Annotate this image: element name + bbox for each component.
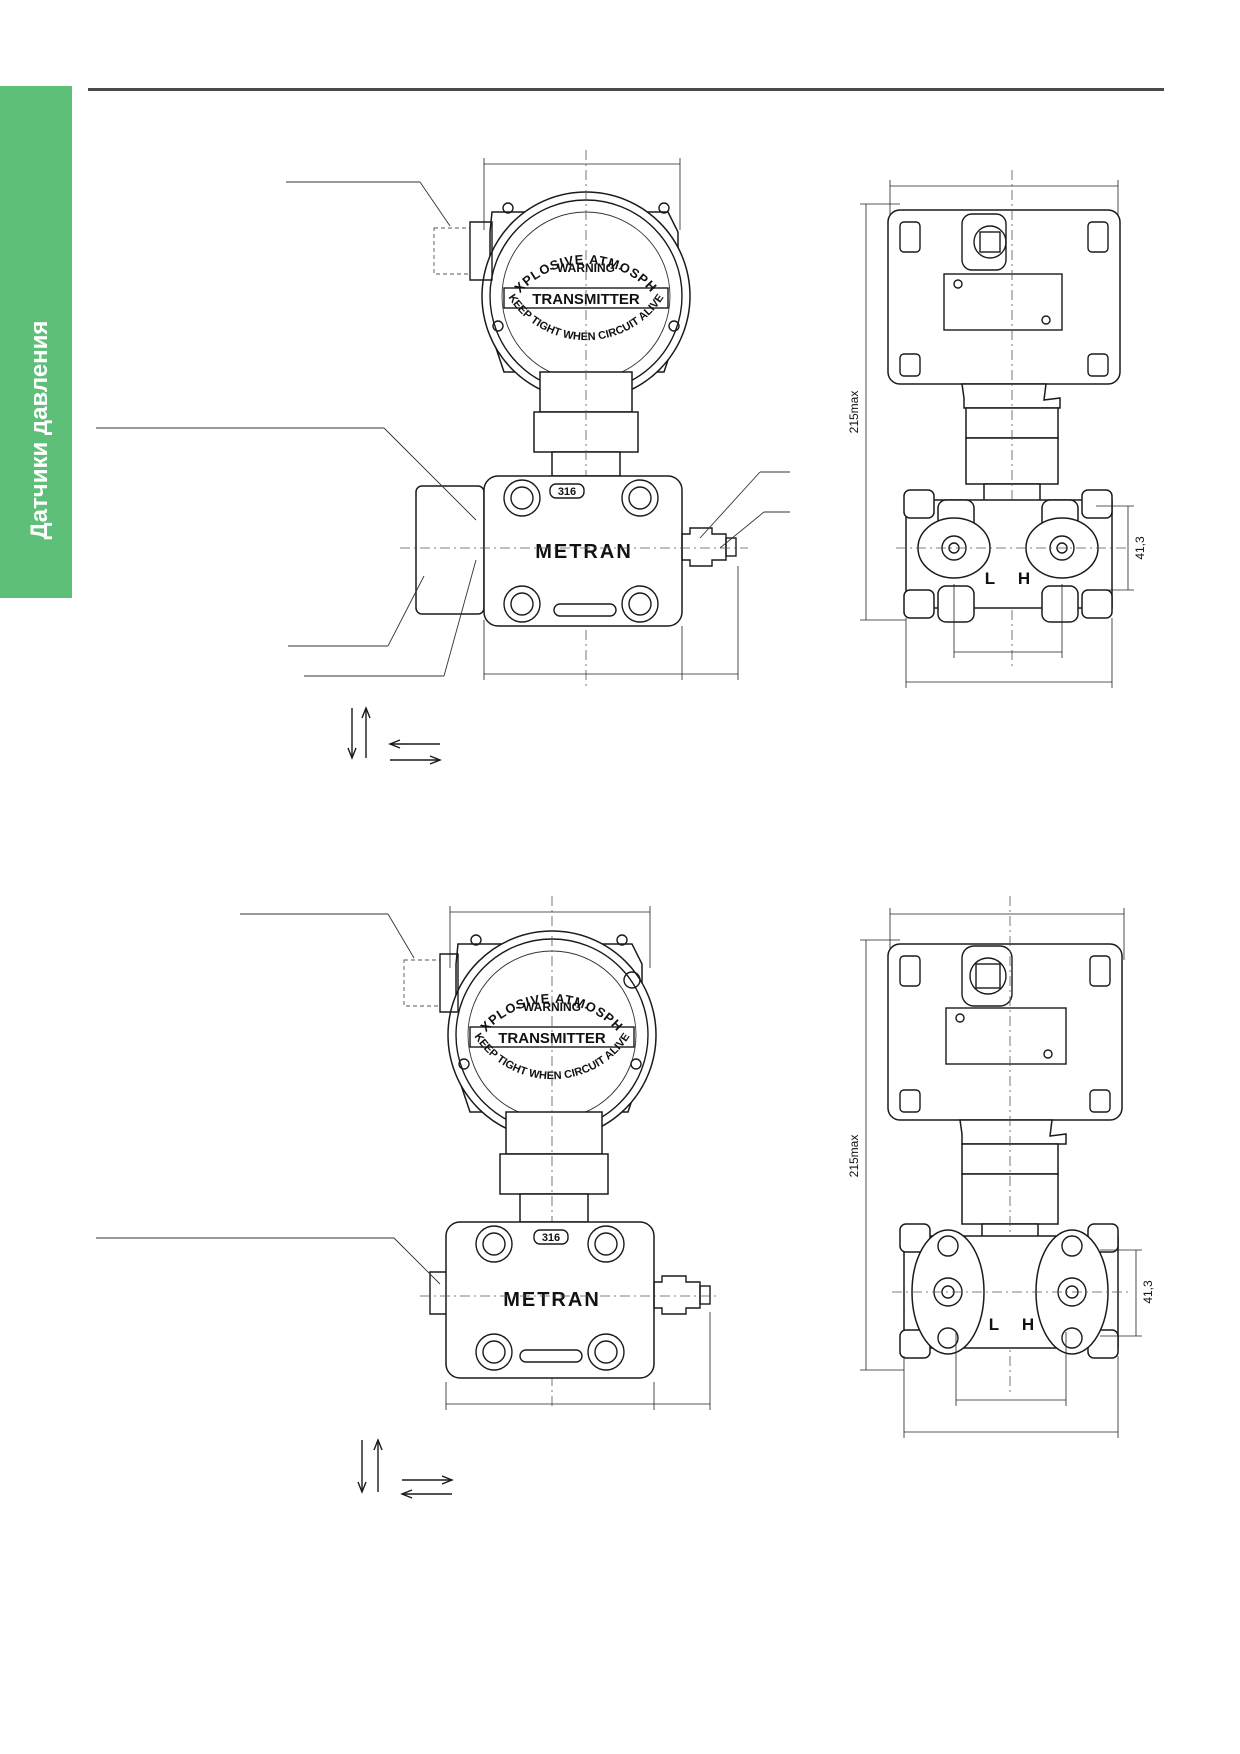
brand-metran: METRAN: [535, 541, 633, 563]
flange-badge: 316: [558, 486, 576, 498]
cover-warning-2: - WARNING -: [516, 1000, 589, 1014]
figure-1-front-view: IN EXPLOSIVE ATMOSPHERE - WARNING - TRAN…: [0, 0, 790, 765]
port-h-2: H: [1022, 1315, 1034, 1334]
dim-height: 215max: [847, 391, 861, 434]
dim-port-spacing-2: 41,3: [1141, 1280, 1155, 1304]
figure-1-side-view: L H 215max 41,3: [847, 170, 1147, 688]
figure-2-side-view: L H 215max 41,3: [847, 896, 1155, 1438]
port-l: L: [985, 569, 995, 588]
sidebar-tab: Датчики давления: [0, 86, 72, 598]
dim-port-spacing: 41,3: [1133, 536, 1147, 560]
dim-height-2: 215max: [847, 1135, 861, 1178]
brand-metran-2: METRAN: [503, 1289, 601, 1311]
cover-warning: - WARNING -: [550, 261, 623, 275]
port-h: H: [1018, 569, 1030, 588]
port-l-2: L: [989, 1315, 999, 1334]
header-rule: [88, 88, 1164, 91]
flange-badge-2: 316: [542, 1232, 560, 1244]
